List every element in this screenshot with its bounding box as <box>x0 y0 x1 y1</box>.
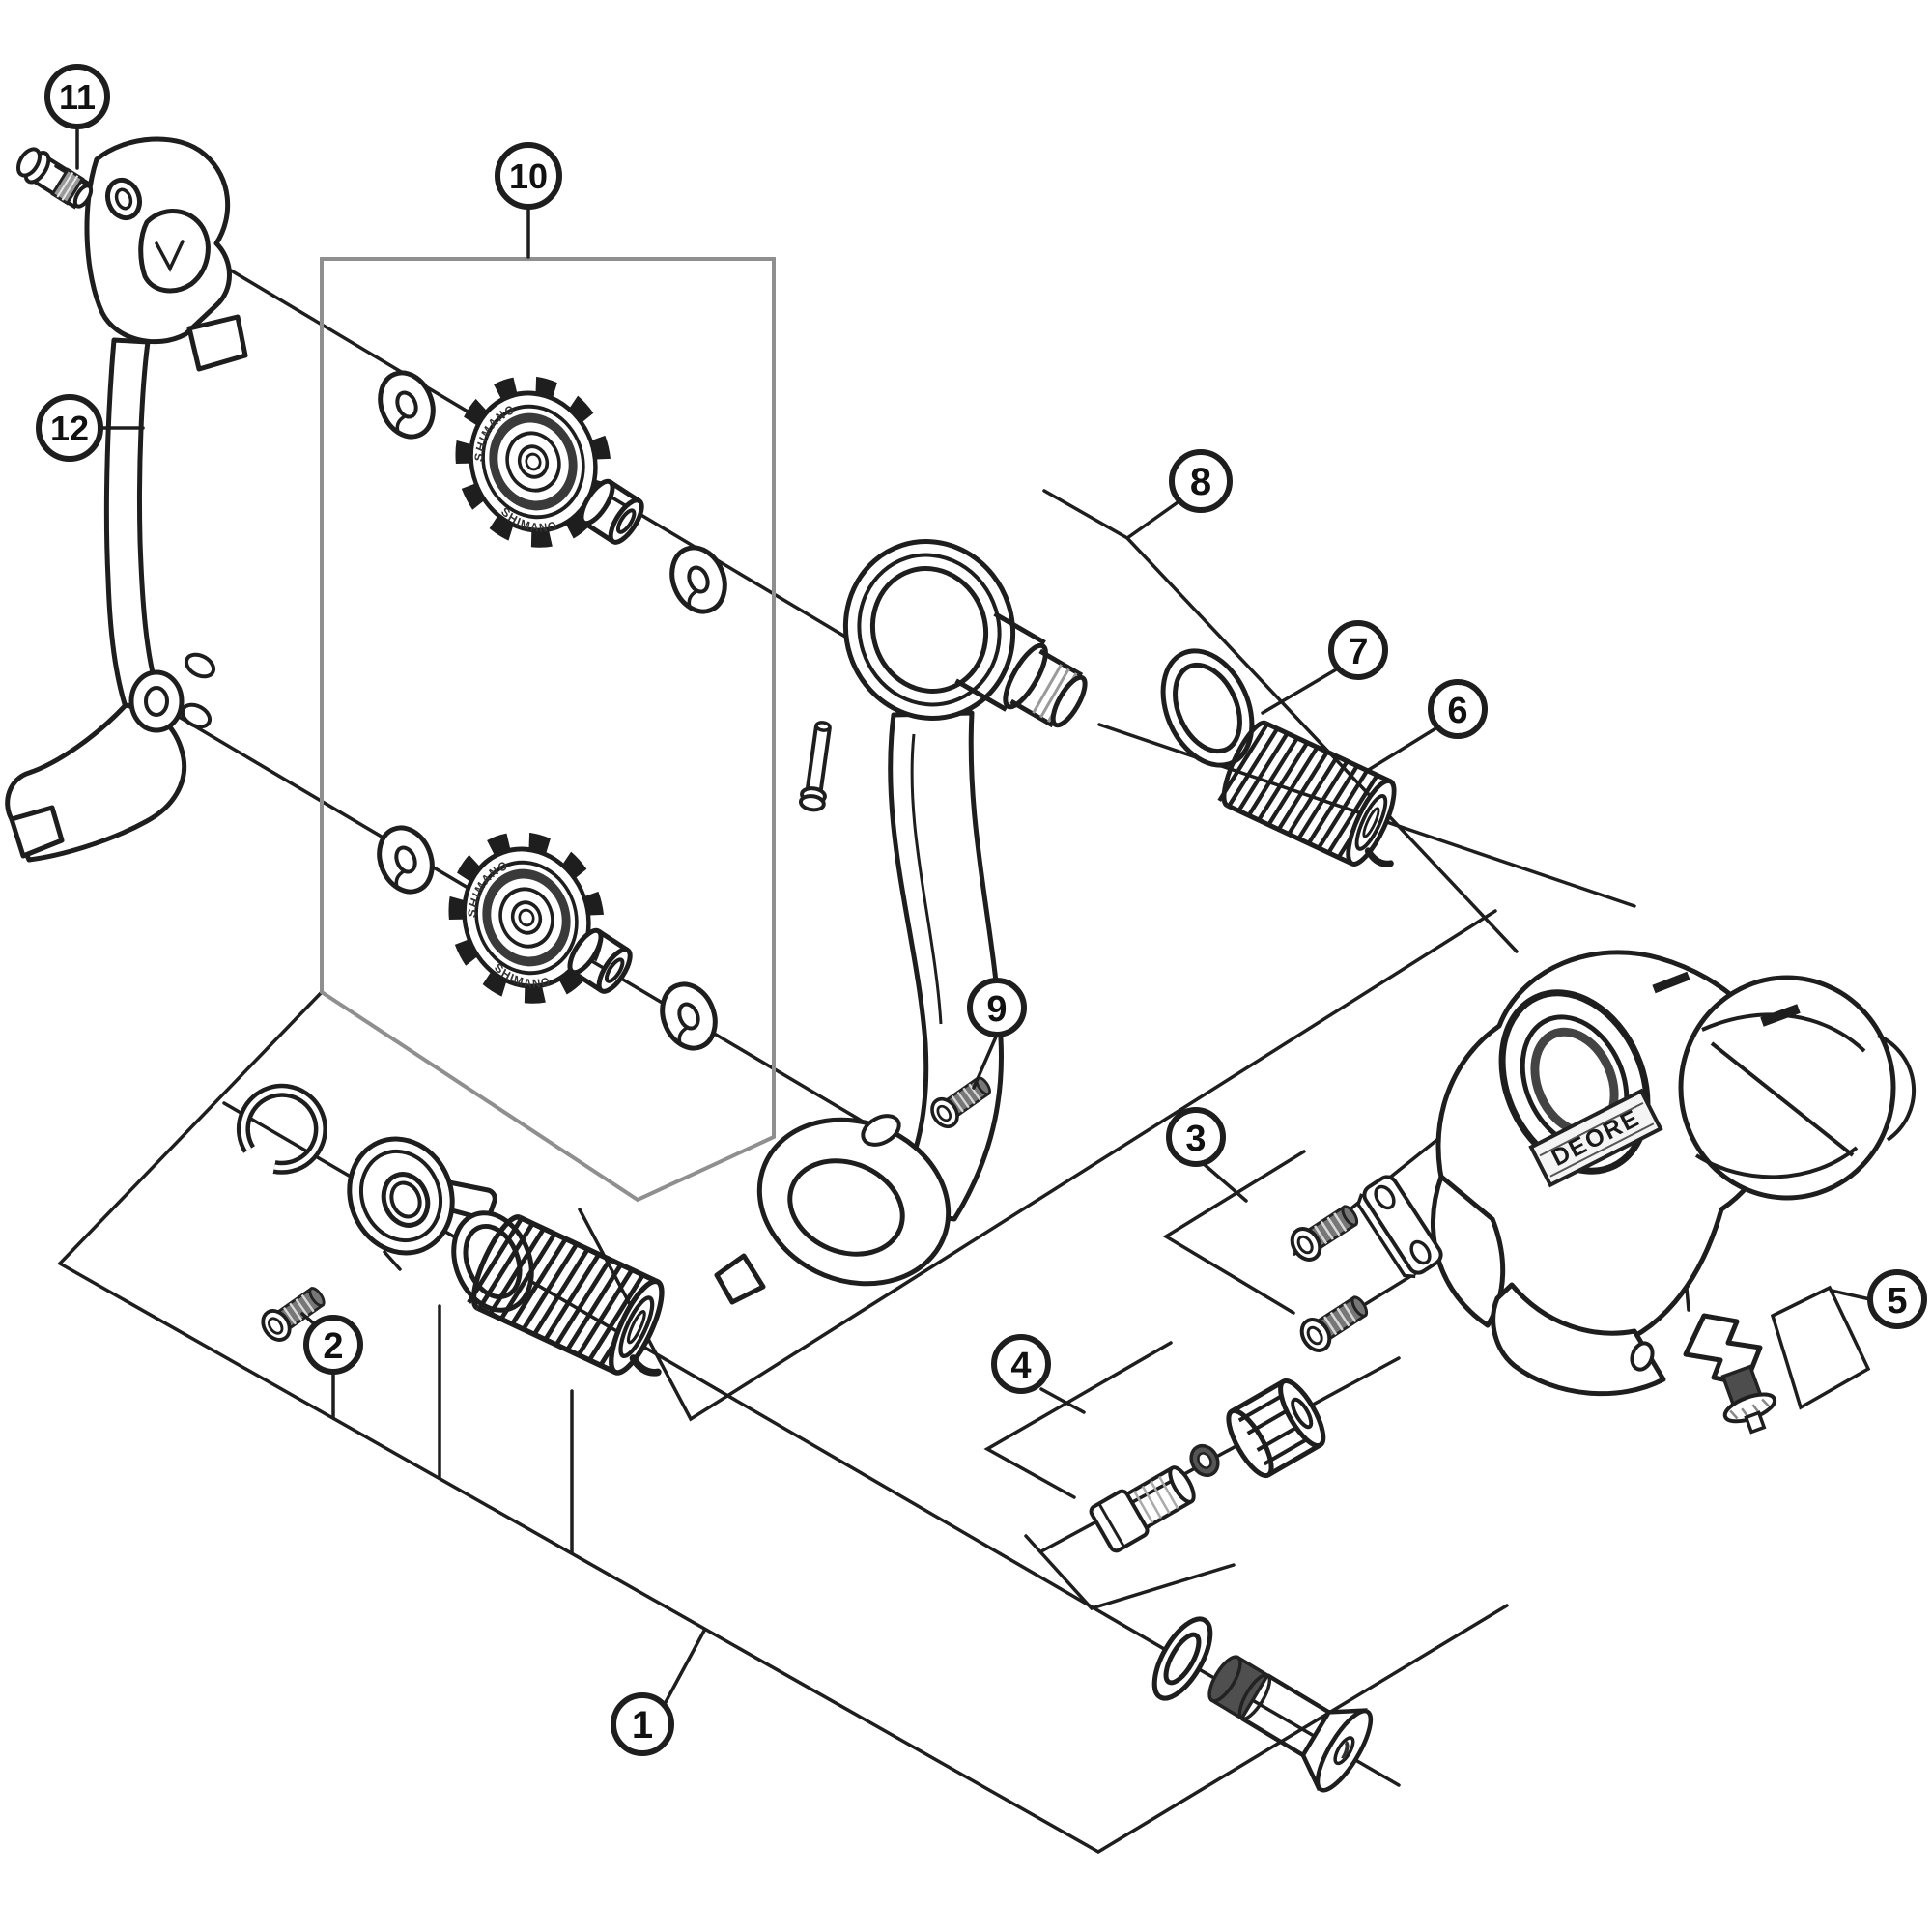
adjusting-bolt <box>1089 1465 1196 1553</box>
cable-fixing-plate <box>1356 1175 1443 1279</box>
svg-text:1: 1 <box>632 1704 653 1747</box>
svg-text:12: 12 <box>50 409 89 448</box>
callout-5 <box>1867 1269 1927 1329</box>
callout-8 <box>1169 449 1233 513</box>
svg-text:2: 2 <box>323 1326 343 1367</box>
callout3-bracket <box>1162 1150 1306 1315</box>
callout-3 <box>1166 1107 1226 1167</box>
callout5-box <box>1770 1285 1871 1410</box>
deore-badge: DEORE <box>1528 1088 1663 1188</box>
callout-4 <box>991 1334 1051 1394</box>
callout-1 <box>611 1692 674 1756</box>
svg-text:9: 9 <box>986 989 1007 1030</box>
svg-text:8: 8 <box>1190 461 1211 503</box>
svg-text:4: 4 <box>1010 1346 1031 1386</box>
axle-bolt-bracket <box>1024 1534 1236 1610</box>
svg-text:6: 6 <box>1447 691 1467 731</box>
svg-text:5: 5 <box>1887 1281 1907 1321</box>
body-mark <box>1652 971 1690 994</box>
group-right-outline <box>578 909 1497 1422</box>
bracket-axle-group <box>1151 1616 1374 1793</box>
adjuster-ring <box>1189 1443 1220 1478</box>
axle-washer <box>1151 1616 1213 1701</box>
tension-group <box>236 1083 693 1389</box>
derailleur-body: DEORE <box>1430 950 1917 1397</box>
callout-11 <box>44 64 110 129</box>
cam-plate <box>347 1136 497 1271</box>
stopper-plate <box>1683 1313 1763 1387</box>
callout-9 <box>967 978 1027 1037</box>
stopper-group <box>1683 1313 1777 1435</box>
pulley-set-box <box>320 257 776 1203</box>
callout4-bracket <box>983 1341 1173 1499</box>
pivot-pin <box>798 721 832 812</box>
stopper-screw <box>1720 1364 1777 1435</box>
callout-12 <box>36 394 103 462</box>
svg-text:10: 10 <box>509 156 548 196</box>
pivot-washer <box>1160 648 1255 768</box>
outer-plate-bolt <box>15 147 94 210</box>
callout-2 <box>303 1315 363 1375</box>
outer-plate <box>5 136 248 863</box>
callout-10 <box>495 142 562 210</box>
bracket-axle-bolt <box>1208 1655 1374 1793</box>
cable-fixing-group <box>1284 1175 1443 1358</box>
callout-6 <box>1428 679 1488 739</box>
adjuster-barrel <box>1226 1378 1326 1479</box>
svg-text:11: 11 <box>59 77 96 117</box>
adjusting-bolt-unit <box>1089 1378 1326 1553</box>
svg-text:7: 7 <box>1348 632 1368 672</box>
group1-outline <box>57 990 1509 1855</box>
callout-7 <box>1328 620 1388 680</box>
callouts: 11 12 10 8 7 6 9 3 4 5 <box>36 64 1927 1756</box>
svg-text:3: 3 <box>1185 1119 1206 1159</box>
